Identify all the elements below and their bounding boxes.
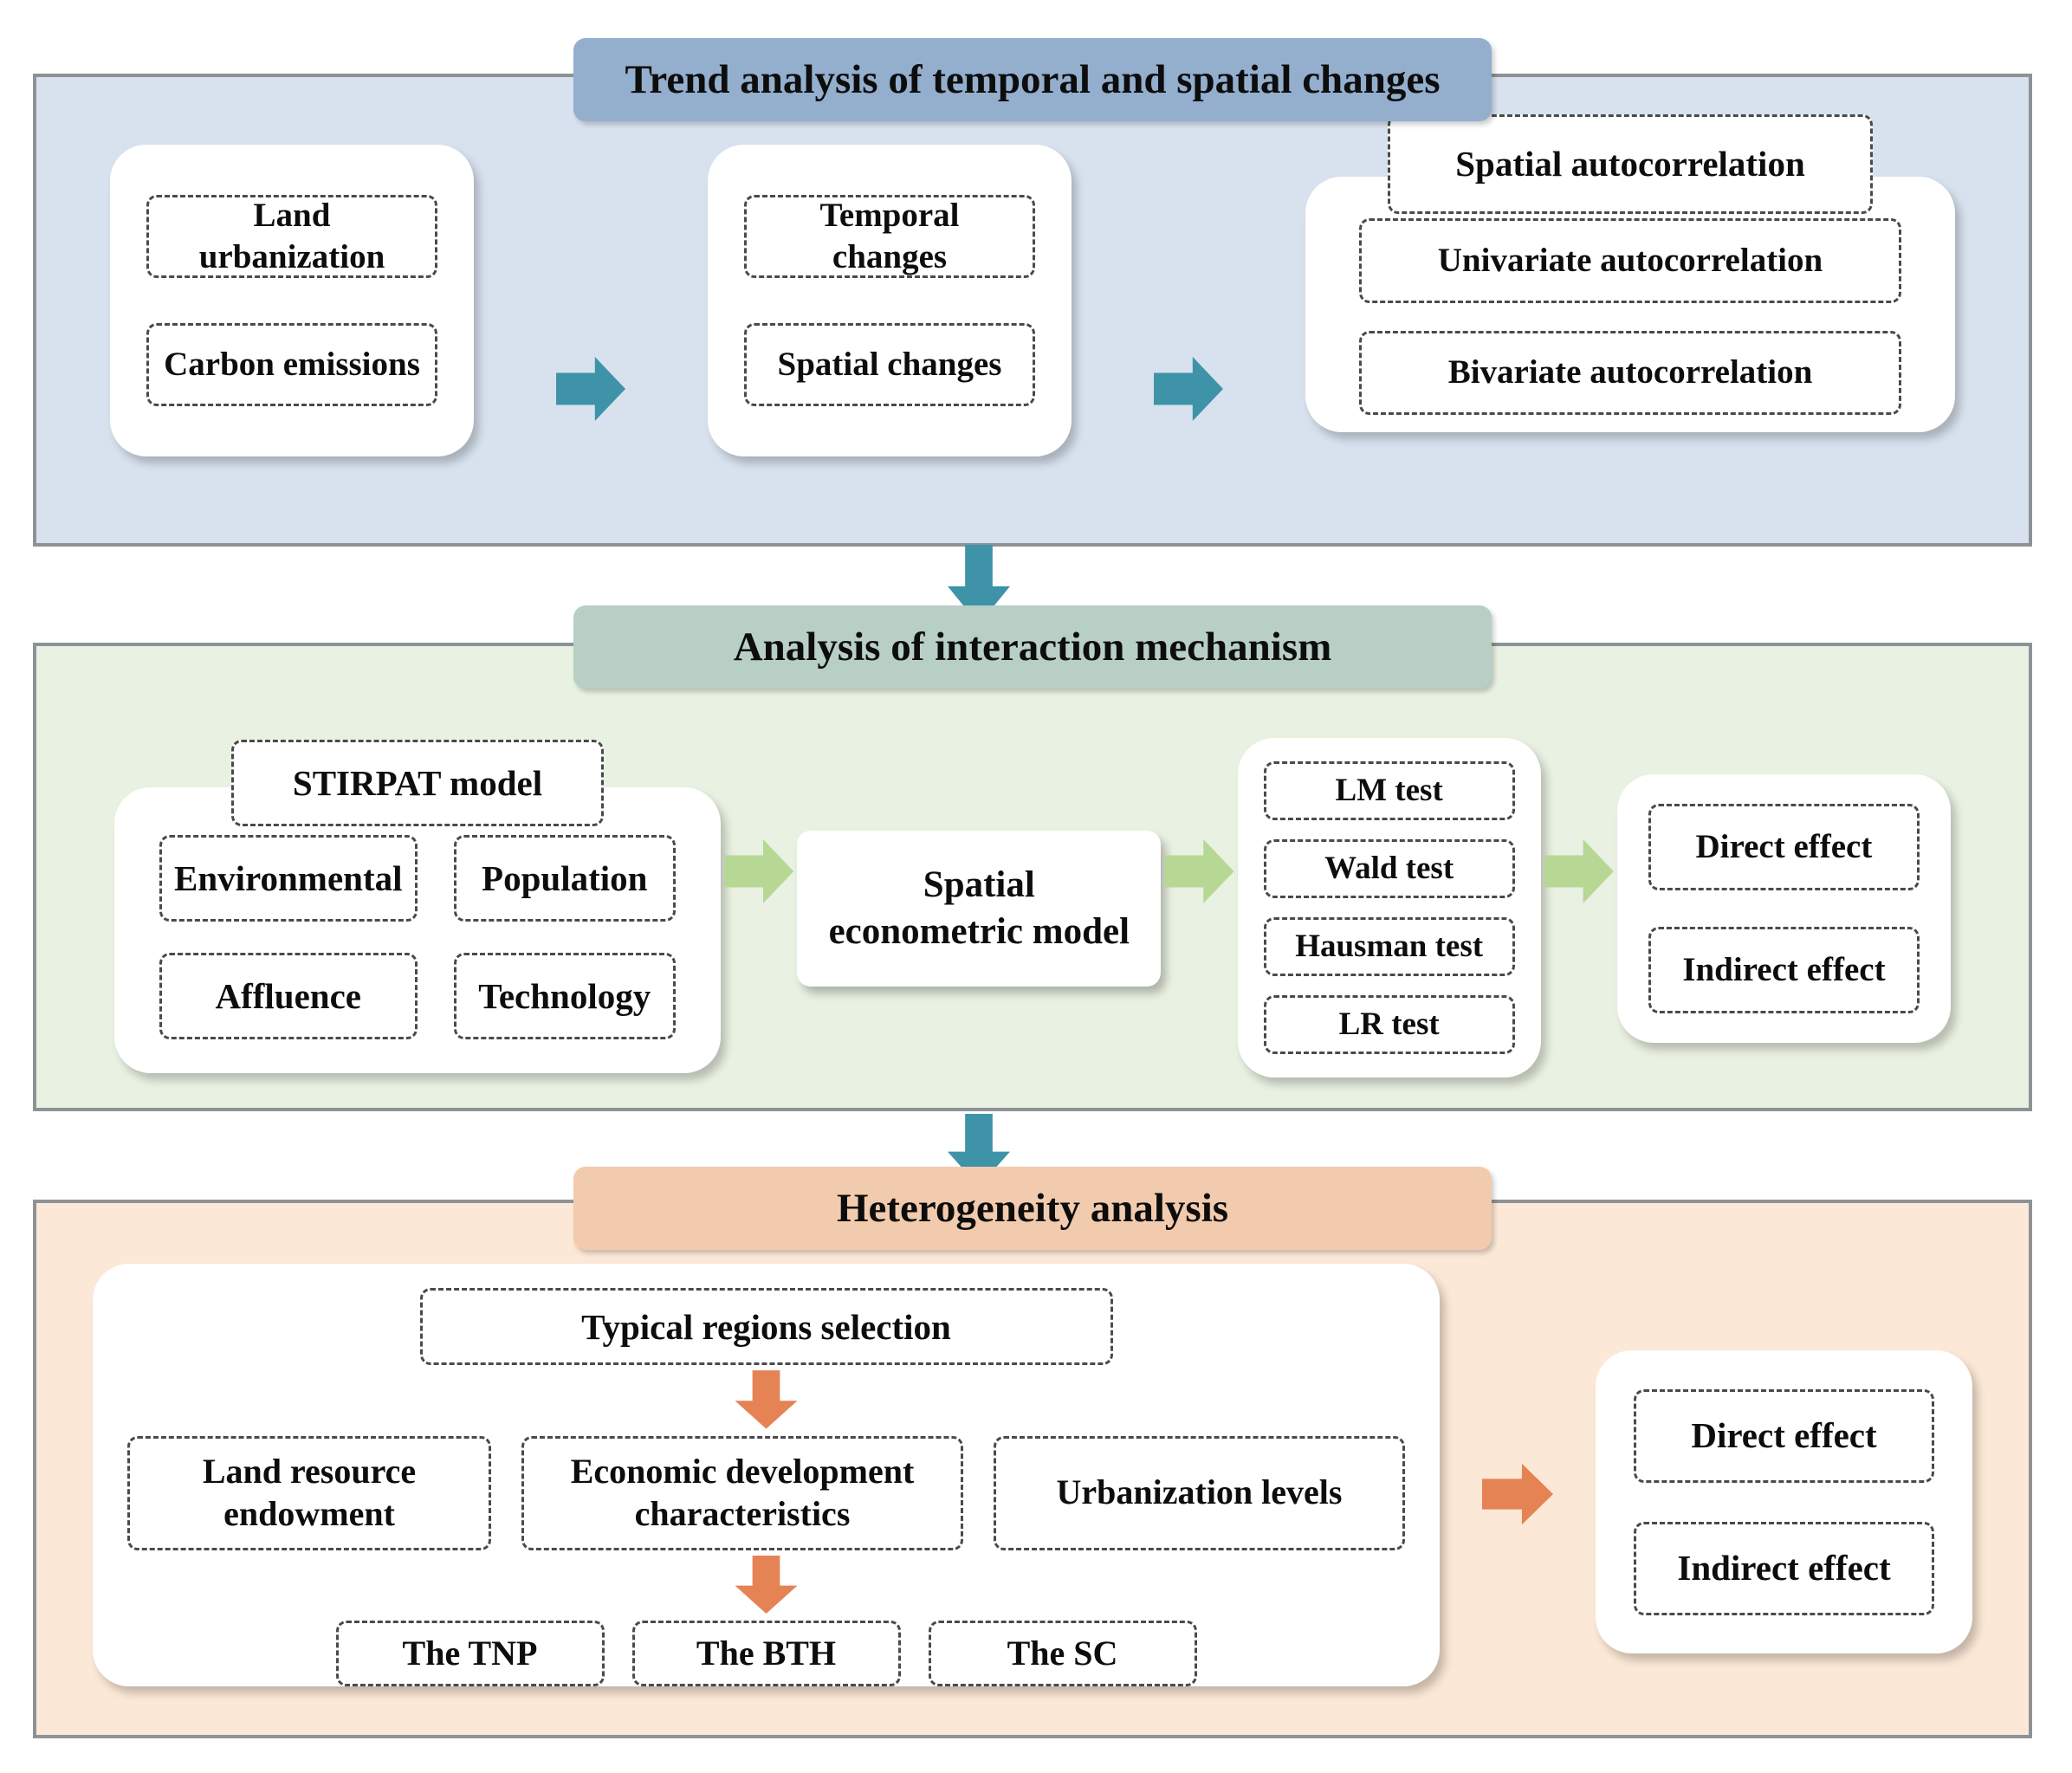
regions-row: The TNP The BTH The SC [335, 1621, 1197, 1687]
arrow-right-icon [1544, 839, 1614, 903]
box-the-bth: The BTH [631, 1621, 901, 1687]
interaction-row: STIRPAT model Environmental Population A… [36, 646, 2029, 1108]
box-technology: Technology [453, 953, 676, 1039]
arrow-down-icon [735, 1555, 798, 1614]
box-univariate-autocorrelation: Univariate autocorrelation [1359, 218, 1901, 303]
arrow-right-icon [1164, 839, 1234, 903]
box-economic-development-characteristics: Economic development characteristics [521, 1435, 963, 1550]
stirpat-grid: Environmental Population Affluence Techn… [159, 835, 676, 1039]
section-title-heterogeneity: Heterogeneity analysis [573, 1167, 1492, 1250]
arrow-right-icon [1482, 1463, 1553, 1525]
arrow-right-icon [556, 357, 625, 421]
box-temporal-changes: Temporal changes [744, 195, 1035, 278]
box-land-urbanization: Land urbanization [146, 195, 437, 278]
card-variables: Land urbanization Carbon emissions [110, 145, 474, 456]
box-spatial-econometric-model: Spatial econometric model [797, 831, 1162, 987]
box-lm-test: LM test [1263, 761, 1515, 820]
box-wald-test: Wald test [1263, 839, 1515, 898]
card-effects-heterogeneity: Direct effect Indirect effect [1596, 1350, 1972, 1653]
card-model-tests: LM test Wald test Hausman test LR test [1237, 738, 1541, 1077]
section-heterogeneity-analysis: Heterogeneity analysis Typical regions s… [33, 1167, 2032, 1738]
criteria-row: Land resource endowment Economic develop… [127, 1435, 1405, 1550]
box-indirect-effect: Indirect effect [1648, 927, 1920, 1013]
box-direct-effect: Direct effect [1648, 804, 1920, 890]
box-spatial-autocorrelation-header: Spatial autocorrelation [1388, 114, 1873, 214]
box-urbanization-levels: Urbanization levels [994, 1435, 1405, 1550]
card-changes: Temporal changes Spatial changes [708, 145, 1072, 456]
box-indirect-effect: Indirect effect [1634, 1521, 1934, 1615]
section-trend-analysis: Trend analysis of temporal and spatial c… [33, 38, 2032, 547]
box-population: Population [453, 835, 676, 922]
box-lr-test: LR test [1263, 995, 1515, 1054]
box-direct-effect: Direct effect [1634, 1388, 1934, 1483]
arrow-right-icon [724, 839, 794, 903]
heterogeneity-row: Typical regions selection Land resource … [36, 1203, 2029, 1735]
card-effects-interaction: Direct effect Indirect effect [1616, 774, 1951, 1043]
box-stirpat-header: STIRPAT model [231, 740, 604, 826]
box-land-resource-endowment: Land resource endowment [127, 1435, 491, 1550]
box-spatial-changes: Spatial changes [744, 323, 1035, 406]
box-affluence: Affluence [159, 953, 418, 1039]
section-interaction-mechanism: Analysis of interaction mechanism STIRPA… [33, 605, 2032, 1111]
box-hausman-test: Hausman test [1263, 917, 1515, 976]
section-title-interaction: Analysis of interaction mechanism [573, 605, 1492, 689]
section-title-trend: Trend analysis of temporal and spatial c… [573, 38, 1492, 121]
arrow-right-icon [1154, 357, 1223, 421]
box-carbon-emissions: Carbon emissions [146, 323, 437, 406]
trend-row: Land urbanization Carbon emissions Tempo… [36, 77, 2029, 543]
card-stirpat-model: STIRPAT model Environmental Population A… [114, 740, 721, 1073]
box-bivariate-autocorrelation: Bivariate autocorrelation [1359, 330, 1901, 415]
box-typical-regions-selection: Typical regions selection [419, 1288, 1113, 1366]
box-environmental: Environmental [159, 835, 418, 922]
box-the-sc: The SC [928, 1621, 1197, 1687]
card-autocorrelation: Spatial autocorrelation Univariate autoc… [1305, 114, 1955, 432]
card-region-selection: Typical regions selection Land resource … [93, 1264, 1440, 1687]
arrow-down-icon [735, 1370, 798, 1429]
box-the-tnp: The TNP [335, 1621, 605, 1687]
